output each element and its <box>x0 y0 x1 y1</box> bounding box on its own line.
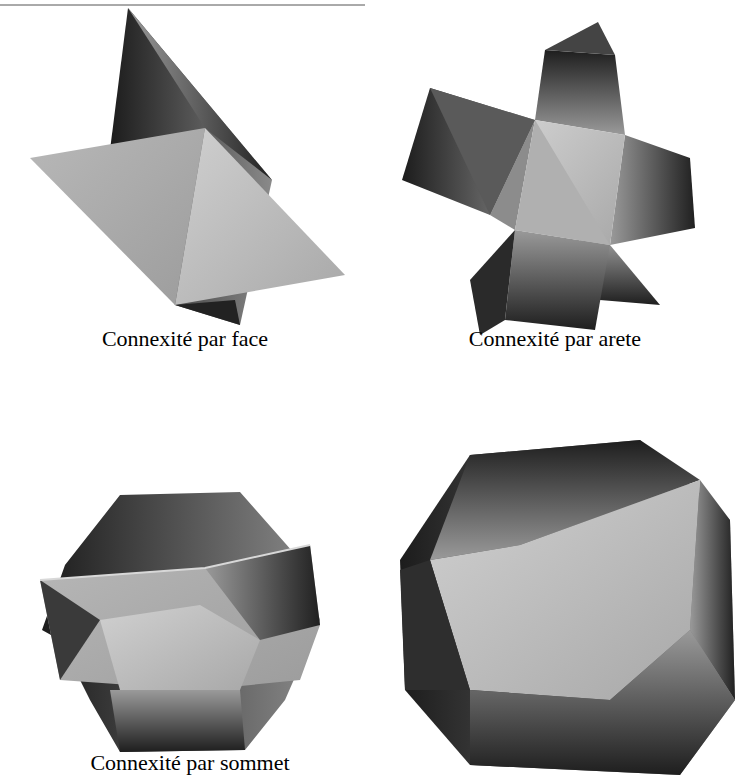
convex-solid <box>400 440 735 775</box>
figure-caption: Connexité par sommet <box>90 750 289 776</box>
figure-caption: Connexité par arete <box>469 326 641 352</box>
rule-line <box>0 5 365 6</box>
figure-caption: Connexité par face <box>102 326 268 352</box>
face-connected-solid <box>30 8 345 325</box>
edge-connected-solid <box>402 22 695 335</box>
vertex-connected-solid <box>40 492 320 752</box>
